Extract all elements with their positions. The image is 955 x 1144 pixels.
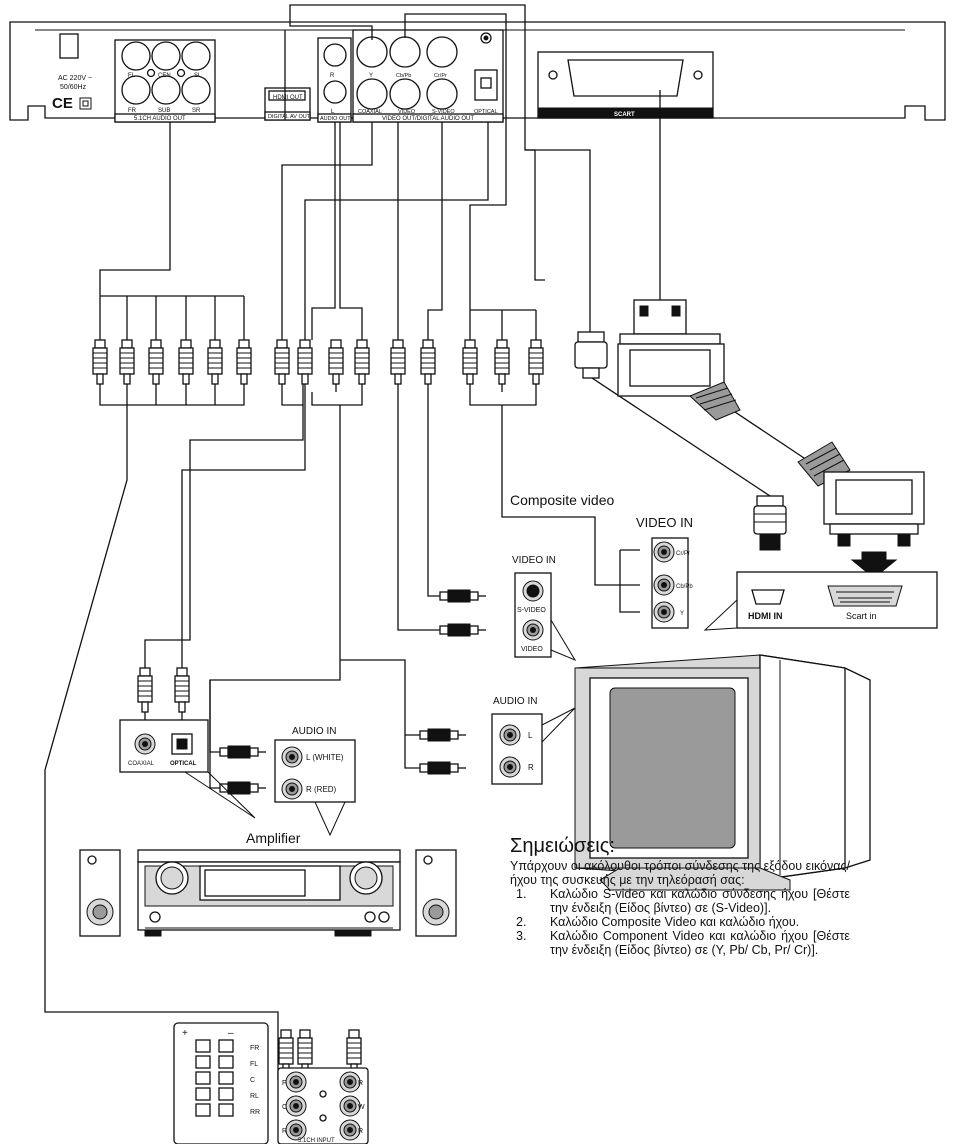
tv-audio-in-label: AUDIO IN <box>493 696 537 707</box>
spk-row-2: C <box>250 1077 255 1084</box>
jack-r1: R <box>358 1080 363 1087</box>
scart-in-label: Scart in <box>846 611 877 621</box>
sr-label: SR <box>192 108 201 114</box>
fr-label: FR <box>128 108 137 114</box>
cb-label: Cb/Pb <box>396 73 411 79</box>
audio51-caption: 5.1CH AUDIO OUT <box>134 116 186 122</box>
player-rear-panel: AC 220V ~ 50/60Hz CE FL CEN SL FR SUB SR… <box>9 21 946 123</box>
audio-out-l: L <box>331 109 335 115</box>
optical-label: OPTICAL <box>474 109 498 115</box>
l-white-label: L (WHITE) <box>306 753 344 762</box>
tv-audio-in-panel: AUDIO IN L R <box>491 696 576 785</box>
amp-51-input: F R C W R R 5.1CH INPUT <box>277 1029 369 1144</box>
sl-label: SL <box>194 73 202 79</box>
speaker-terminal-panel: + – FR FL C RL RR <box>173 1022 269 1144</box>
svideo-label: S-VIDEO <box>432 109 455 115</box>
notes-item: 2. Καλώδιο Composite Video και καλώδιο ή… <box>510 915 850 929</box>
hdmi-caption: DIGITAL AV OUT <box>268 114 311 120</box>
notes-item-number: 3. <box>516 929 527 943</box>
jack-r2: R <box>282 1128 287 1135</box>
amplifier-label: Amplifier <box>246 830 301 846</box>
notes-item-number: 2. <box>516 915 527 929</box>
rca-plug-row <box>92 339 544 393</box>
cen-label: CEN <box>158 73 171 79</box>
input-caption: 5.1CH INPUT <box>298 1138 335 1144</box>
spk-row-3: RL <box>250 1093 259 1100</box>
cb-pb-label: Cb/Pb <box>676 584 693 590</box>
scart-out-label: SCART <box>614 112 635 118</box>
audio-out-caption: AUDIO OUT <box>320 116 351 122</box>
speaker-right <box>415 849 457 937</box>
y-label: Y <box>369 73 373 79</box>
video-label: VIDEO <box>398 109 416 115</box>
hdmi-plug-top <box>574 331 608 379</box>
hdmi-out-label: HDMI OUT <box>273 95 303 101</box>
cables <box>44 4 811 1080</box>
sub-label: SUB <box>158 108 170 114</box>
notes-section: Σημειώσεις: Υπάρχουν οι ακόλουθοι τρόποι… <box>510 835 850 957</box>
notes-item-text: Καλώδιο Component Video και καλώδιο ήχου… <box>550 929 850 957</box>
coaxial-label: COAXIAL <box>358 109 382 115</box>
fl-label: FL <box>128 73 136 79</box>
tv-hdmi-scart-panel: HDMI IN Scart in <box>703 571 938 631</box>
y-in-label: Y <box>680 611 684 617</box>
scart-plug-top <box>617 299 741 421</box>
component-video-in-label: VIDEO IN <box>636 515 693 530</box>
power-label: AC 220V ~ <box>58 75 92 82</box>
jack-r3: R <box>358 1128 363 1135</box>
notes-item-text: Καλώδιο Composite Video και καλώδιο ήχου… <box>550 915 800 929</box>
r-red-label: R (RED) <box>306 785 337 794</box>
power-socket <box>59 33 79 59</box>
speaker-left <box>79 849 121 937</box>
tv-r-label: R <box>528 763 534 772</box>
amplifier: Amplifier <box>137 830 401 937</box>
coax-optical-plugs <box>137 667 190 721</box>
scart-out-panel: SCART <box>537 51 714 119</box>
television <box>574 654 871 891</box>
jack-c: C <box>282 1104 287 1111</box>
notes-title: Σημειώσεις: <box>510 835 615 857</box>
audio-out-r: R <box>330 73 335 79</box>
spk-row-4: RR <box>250 1109 260 1116</box>
audio-51-out-panel: FL CEN SL FR SUB SR 5.1CH AUDIO OUT <box>114 39 216 123</box>
notes-item-number: 1. <box>516 887 527 901</box>
minus-top: – <box>228 1028 234 1039</box>
video-out-caption: VIDEO OUT/DIGITAL AUDIO OUT <box>382 116 474 122</box>
cr-pr-label: Cr/Pr <box>676 551 690 557</box>
jack-f: F <box>282 1080 286 1087</box>
hdmi-in-label: HDMI IN <box>748 611 783 621</box>
video-in-label: VIDEO <box>521 646 543 653</box>
notes-item-text: Καλώδιο S-video και καλώδιο σύνδεσης ήχο… <box>550 887 850 915</box>
cr-label: Cr/Pr <box>434 73 447 79</box>
sv-video-in-label: VIDEO IN <box>512 555 556 566</box>
spk-row-0: FR <box>250 1045 259 1052</box>
jack-w: W <box>358 1104 365 1111</box>
amp-coaxial-label: COAXIAL <box>128 761 155 767</box>
notes-item: 3. Καλώδιο Component Video και καλώδιο ή… <box>510 929 850 957</box>
composite-video-label: Composite video <box>510 492 614 508</box>
plus-top: + <box>182 1028 188 1039</box>
amp-audio-in-panel: AUDIO IN L (WHITE) R (RED) <box>274 726 356 837</box>
spk-row-1: FL <box>250 1061 258 1068</box>
tv-l-label: L <box>528 731 533 740</box>
scart-plug-bottom <box>797 441 925 579</box>
ce-mark: CE <box>52 95 73 112</box>
amp-digital-in-panel: COAXIAL OPTICAL <box>119 719 256 819</box>
amp-optical-label: OPTICAL <box>170 761 197 767</box>
hdmi-out-panel: HDMI OUT DIGITAL AV OUT <box>264 87 311 121</box>
power-label-2: 50/60Hz <box>60 84 87 91</box>
audio-out-panel: R L AUDIO OUT <box>317 37 352 123</box>
s-video-in-label: S-VIDEO <box>517 607 546 614</box>
svideo-input-panel: VIDEO IN S-VIDEO VIDEO <box>512 555 577 662</box>
amp-audio-in-label: AUDIO IN <box>292 726 336 737</box>
notes-intro: Υπάρχουν οι ακόλουθοι τρόποι σύνδεσης τη… <box>510 859 850 887</box>
component-input-panel: VIDEO IN Cr/Pr Cb/Pb Y <box>636 515 693 629</box>
video-out-panel: Y Cb/Pb Cr/Pr COAXIAL VIDEO S-VIDEO OPTI… <box>352 29 504 123</box>
hdmi-plug-bottom <box>753 495 787 551</box>
notes-item: 1. Καλώδιο S-video και καλώδιο σύνδεσης … <box>510 887 850 915</box>
